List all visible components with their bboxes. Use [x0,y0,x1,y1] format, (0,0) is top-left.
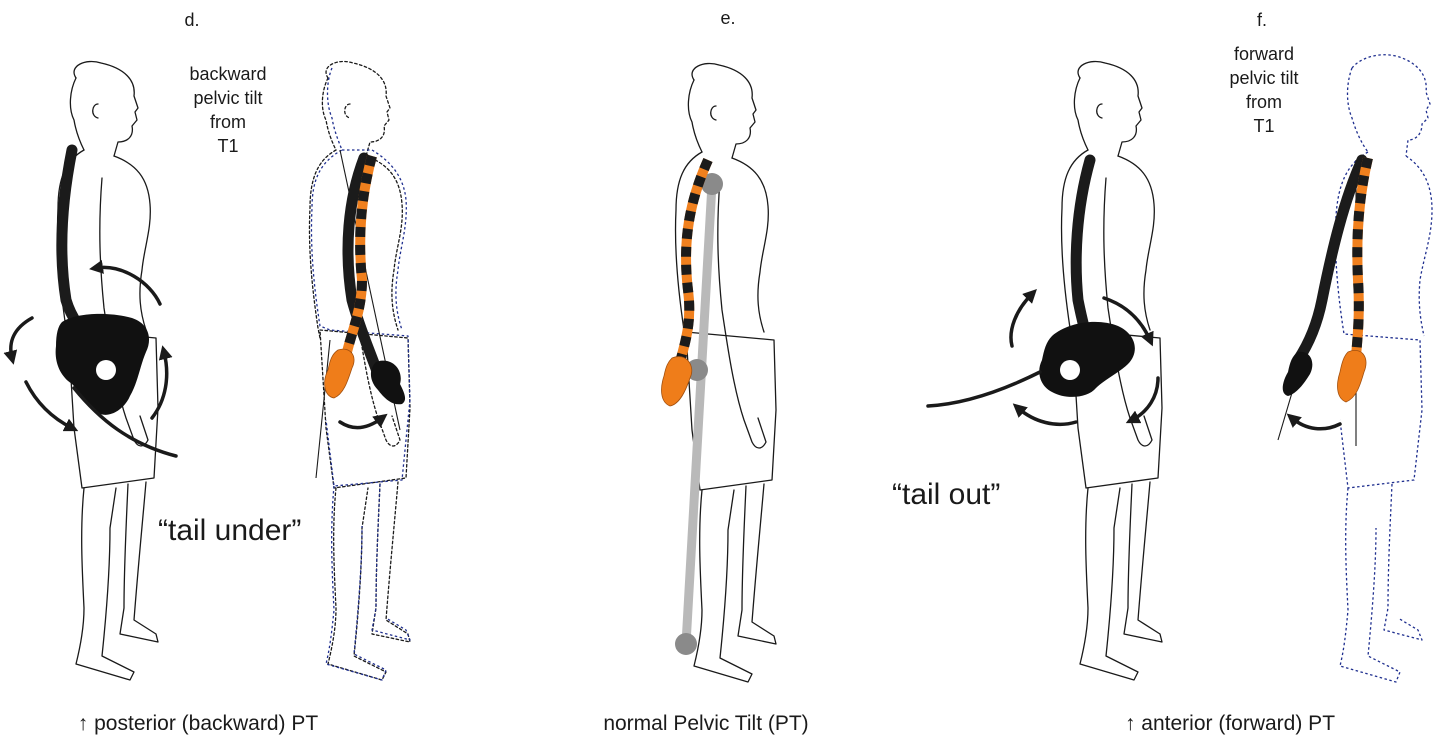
rotation-arrow-right-d [152,352,167,418]
plumb-line-d2 [316,340,330,478]
rotation-arrow-left-f [1011,294,1032,346]
annotation-line-1-f: forward [1234,44,1294,64]
sacrum-f [1338,350,1367,402]
caption-d: ↑ posterior (backward) PT [78,712,319,735]
plumb-marker-bottom-e [675,633,697,655]
callout-d: “tail under” [158,514,301,547]
rotation-arrow-bottom-f [1018,408,1076,424]
sacrum-d [325,349,354,398]
annotation-line-3-d: from [210,112,246,132]
rotation-arrow-left-d [11,318,32,358]
rotation-arrow-top-d [96,267,160,304]
caption-e: normal Pelvic Tilt (PT) [603,712,808,735]
annotation-line-2-d: pelvic tilt [193,88,262,108]
annotation-line-2-f: pelvic tilt [1229,68,1298,88]
callout-f: “tail out” [892,478,1000,511]
ghost-rotation-arrow-d [340,418,382,428]
spine-f [1076,160,1090,346]
panel-letter-d: d. [184,10,199,30]
sacrum-black-d [371,361,405,405]
ghost-rotation-arrow-f [1292,418,1340,429]
pelvis-f [1039,322,1135,397]
annotation-line-4-d: T1 [217,136,238,156]
annotation-line-4-f: T1 [1253,116,1274,136]
sacrum-black-f [1283,352,1313,396]
caption-f: ↑ anterior (forward) PT [1125,712,1335,735]
panel-letter-f: f. [1257,10,1267,30]
rotation-arrow-bottom-d [26,382,72,428]
rotation-arrow-right-f [1132,378,1158,420]
panel-d: d. backward pelvic tilt from T1 “tail un… [11,10,410,735]
annotation-line-3-f: from [1246,92,1282,112]
hip-joint-d [96,360,116,380]
annotation-f: forward pelvic tilt from T1 [1229,44,1298,136]
tail-line-f [928,372,1040,406]
sacrum-e [662,357,692,406]
panel-f: f. forward pelvic tilt from T1 “tail out… [892,10,1432,735]
hip-joint-f [1060,360,1080,380]
annotation-line-1-d: backward [189,64,266,84]
panel-e: e. normal Pelvic Tilt (PT) [603,8,808,735]
annotation-d: backward pelvic tilt from T1 [189,64,266,156]
panel-letter-e: e. [720,8,735,28]
spine-d [62,150,90,338]
